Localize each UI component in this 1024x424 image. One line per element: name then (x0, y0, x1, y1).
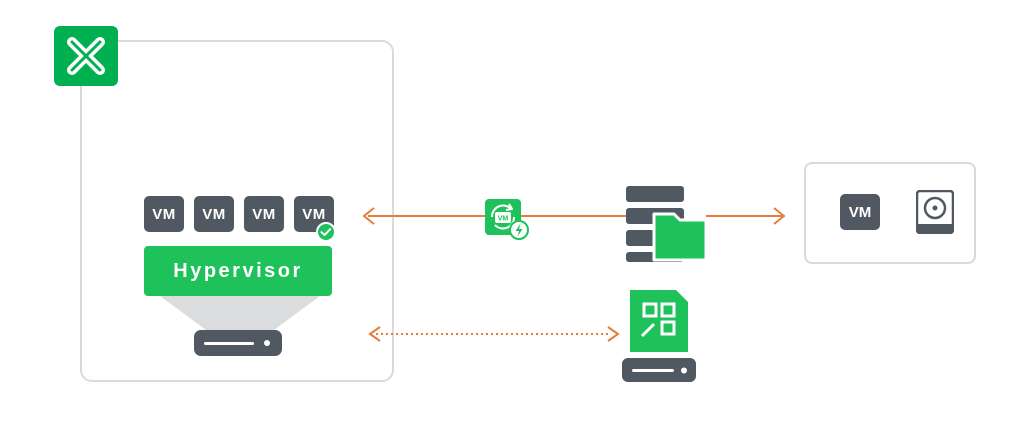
vm-label: VM (152, 205, 176, 223)
hypervisor-bar: Hypervisor (144, 246, 332, 296)
disk-drive-icon (916, 190, 954, 234)
checkmark-icon (316, 222, 336, 242)
x-logo-icon (67, 37, 105, 75)
vm-chip-1: VM (144, 196, 184, 232)
server-icon (194, 330, 282, 356)
vm-sync-lightning-icon: VM (485, 199, 529, 240)
target-storage-box (804, 162, 976, 264)
target-vm-chip: VM (840, 194, 880, 230)
vm-label: VM (202, 205, 226, 223)
proxy-left-arrowhead (368, 326, 381, 342)
target-vm-label: VM (848, 203, 872, 221)
brand-logo-badge (54, 26, 118, 86)
appliance-server-icon (622, 290, 696, 382)
right-arrowhead (773, 207, 786, 225)
svg-text:VM: VM (498, 216, 509, 223)
vm-chip-2: VM (194, 196, 234, 232)
vm-chip-3: VM (244, 196, 284, 232)
proxy-right-arrowhead (607, 326, 620, 342)
vm-label: VM (252, 205, 276, 223)
left-arrowhead (362, 207, 375, 225)
vm-label: VM (302, 205, 326, 223)
hypervisor-cone (160, 296, 320, 330)
storage-with-folder-icon (626, 186, 708, 262)
hypervisor-label: Hypervisor (173, 259, 303, 282)
